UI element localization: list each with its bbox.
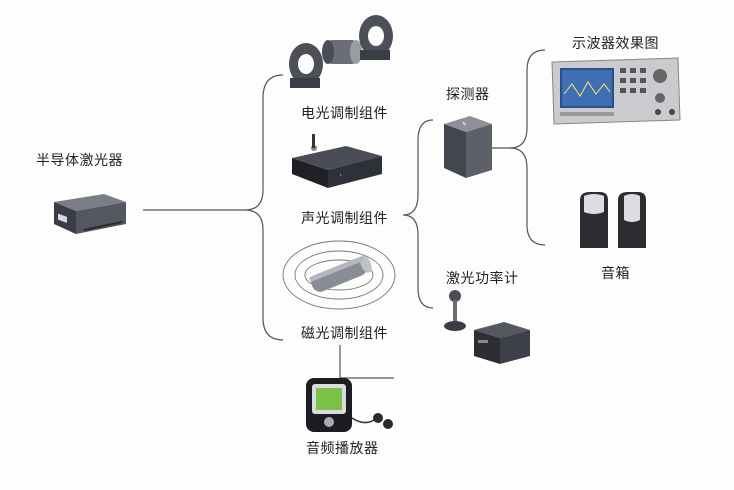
detector-label: 探测器 <box>446 87 490 103</box>
mo-modulator-icon <box>282 240 396 310</box>
svg-text:✎: ✎ <box>462 121 467 128</box>
laser-label: 半导体激光器 <box>36 153 123 169</box>
oscilloscope-icon <box>551 57 681 125</box>
scope-label: 示波器效果图 <box>572 36 659 52</box>
ao-modulator-icon: ᴸ <box>292 134 382 188</box>
output-bracket <box>402 119 434 309</box>
detector-bracket <box>509 49 546 246</box>
svg-text:ᴸ: ᴸ <box>340 173 343 180</box>
mo-modulator-label: 磁光调制组件 <box>301 326 388 342</box>
power-meter-label: 激光功率计 <box>446 271 519 287</box>
laser-icon <box>54 194 126 234</box>
audio-player-icon <box>306 378 393 432</box>
speaker-label: 音箱 <box>601 266 630 282</box>
eo-modulator-icon <box>289 15 393 88</box>
speaker-icon <box>580 192 646 248</box>
power-meter-icon <box>474 322 530 364</box>
detector-icon: ✎ <box>444 116 492 178</box>
eo-modulator-label: 电光调制组件 <box>301 106 388 122</box>
power-meter-probe-icon <box>444 290 466 331</box>
player-connector <box>339 345 394 379</box>
ao-modulator-label: 声光调制组件 <box>301 211 388 227</box>
audio-player-label: 音频播放器 <box>306 441 379 457</box>
modulator-bracket <box>244 74 284 341</box>
